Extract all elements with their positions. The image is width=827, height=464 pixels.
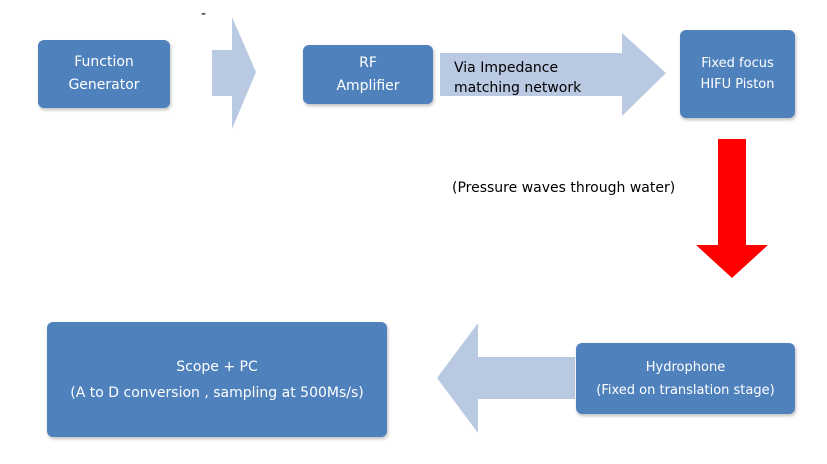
arrow-hydrophone-to-scope <box>437 323 575 433</box>
impedance-edge-label: Via Impedance matching network <box>454 58 581 98</box>
arrow-amplifier-to-piston <box>440 33 666 116</box>
function-generator-node: Function Generator <box>38 40 170 108</box>
node-line: (Fixed on translation stage) <box>596 382 775 398</box>
stray-dash-mark: - <box>201 6 207 22</box>
node-line: Function <box>74 54 134 70</box>
hifu-piston-node: Fixed focus HIFU Piston <box>680 30 795 118</box>
edge-line: matching network <box>454 80 582 96</box>
node-line: Generator <box>68 77 140 93</box>
node-line: Hydrophone <box>645 359 726 375</box>
node-line: HIFU Piston <box>700 77 775 92</box>
arrow-piston-to-hydrophone <box>696 139 768 278</box>
node-line: Scope + PC <box>176 358 258 375</box>
node-line: RF <box>359 54 377 71</box>
hydrophone-node: Hydrophone (Fixed on translation stage) <box>576 343 795 414</box>
node-line: Fixed focus <box>701 56 774 71</box>
scope-pc-node: Scope + PC (A to D conversion , sampling… <box>47 322 387 437</box>
node-line: (A to D conversion , sampling at 500Ms/s… <box>70 384 364 401</box>
edge-line: Via Impedance <box>454 60 559 76</box>
node-line: Amplifier <box>336 77 400 94</box>
pressure-edge-label: (Pressure waves through water) <box>452 180 676 196</box>
rf-amplifier-node: RF Amplifier <box>303 45 433 104</box>
arrow-generator-to-amplifier <box>212 17 256 129</box>
